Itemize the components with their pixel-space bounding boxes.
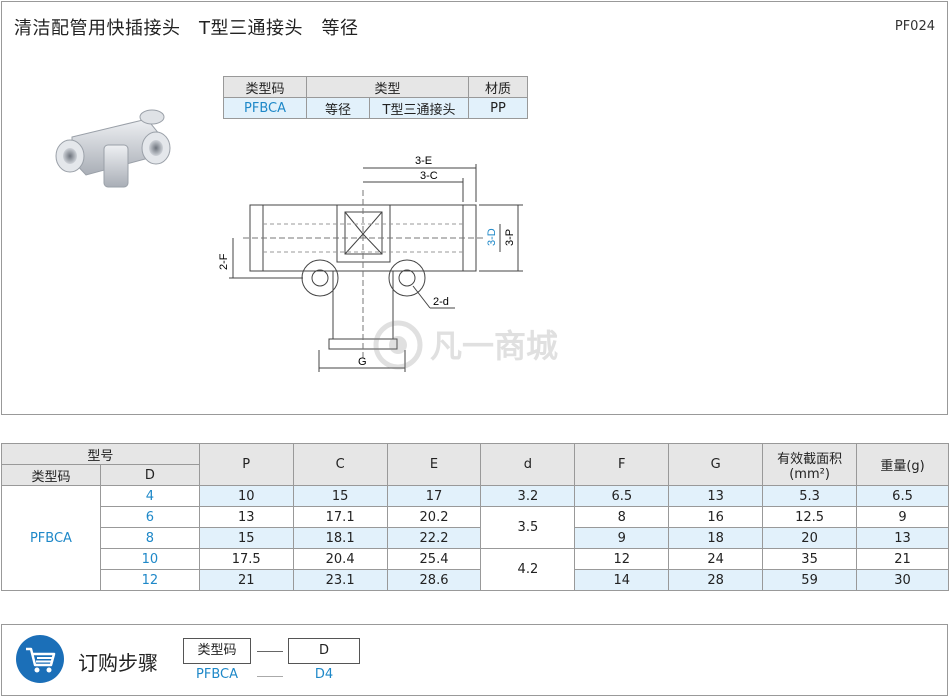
small-d-cell: 3.2 xyxy=(480,485,576,507)
area-cell: 20 xyxy=(762,527,858,549)
weight-cell: 30 xyxy=(856,569,949,591)
order-title: 订购步骤 xyxy=(78,651,158,675)
product-code: PF024 xyxy=(894,19,935,34)
technical-drawing: 3-E 3-C 3-D 3-P 2-F 2-d G xyxy=(218,155,523,372)
area-cell: 12.5 xyxy=(762,506,858,528)
type-header: 类型 xyxy=(306,76,469,98)
col-f: F xyxy=(574,443,670,486)
col-weight: 重量(g) xyxy=(856,443,949,486)
watermark-text: 凡一商城 xyxy=(430,327,558,365)
d-cell: 4 xyxy=(99,485,200,507)
p-cell: 15 xyxy=(198,527,294,549)
p-cell: 17.5 xyxy=(198,548,294,570)
c-cell: 23.1 xyxy=(292,569,388,591)
g-cell: 13 xyxy=(668,485,764,507)
c-cell: 20.4 xyxy=(292,548,388,570)
col-d: D xyxy=(99,464,200,486)
material-header: 材质 xyxy=(468,76,528,98)
type-code-cell: PFBCA xyxy=(223,97,307,119)
e-cell: 17 xyxy=(386,485,482,507)
label-3c: 3-C xyxy=(420,170,438,182)
order-dash xyxy=(257,651,283,652)
col-c: C xyxy=(292,443,388,486)
weight-cell: 13 xyxy=(856,527,949,549)
material-cell: PP xyxy=(468,97,528,119)
type-code-header: 类型码 xyxy=(223,76,307,98)
weight-cell: 6.5 xyxy=(856,485,949,507)
label-g: G xyxy=(358,356,367,368)
col-d-small: d xyxy=(480,443,576,486)
g-cell: 24 xyxy=(668,548,764,570)
label-3p: 3-P xyxy=(504,229,516,246)
label-3e: 3-E xyxy=(415,155,432,167)
weight-cell: 21 xyxy=(856,548,949,570)
order-example-d: D4 xyxy=(314,667,334,682)
area-cell: 59 xyxy=(762,569,858,591)
g-cell: 28 xyxy=(668,569,764,591)
page-title: 清洁配管用快插接头 T型三通接头 等径 xyxy=(14,18,359,39)
area-cell: 5.3 xyxy=(762,485,858,507)
area-cell: 35 xyxy=(762,548,858,570)
watermark-logo: 凡一商城 xyxy=(373,320,558,370)
type-cell-equal: 等径 xyxy=(306,97,370,119)
label-3d: 3-D xyxy=(486,228,498,246)
d-cell: 8 xyxy=(99,527,200,549)
weight-cell: 9 xyxy=(856,506,949,528)
type-table: 类型码 类型 材质 PFBCA 等径 T型三通接头 PP xyxy=(223,76,528,119)
col-g: G xyxy=(668,443,764,486)
d-cell: 6 xyxy=(99,506,200,528)
d-cell: 12 xyxy=(99,569,200,591)
small-d-cell: 3.5 xyxy=(480,506,576,549)
c-cell: 18.1 xyxy=(292,527,388,549)
p-cell: 13 xyxy=(198,506,294,528)
g-cell: 18 xyxy=(668,527,764,549)
order-example-type-code: PFBCA xyxy=(196,667,238,682)
order-box-type-code: 类型码 xyxy=(183,638,251,664)
col-p: P xyxy=(198,443,294,486)
product-photo xyxy=(55,109,171,188)
e-cell: 20.2 xyxy=(386,506,482,528)
watermark: 凡一商城 xyxy=(372,315,587,375)
e-cell: 28.6 xyxy=(386,569,482,591)
c-cell: 15 xyxy=(292,485,388,507)
f-cell: 6.5 xyxy=(574,485,670,507)
spec-table: 型号 P C E d F G 有效截面积(mm²) 重量(g) 类型码 D PF… xyxy=(1,443,949,591)
e-cell: 22.2 xyxy=(386,527,482,549)
c-cell: 17.1 xyxy=(292,506,388,528)
g-cell: 16 xyxy=(668,506,764,528)
f-cell: 14 xyxy=(574,569,670,591)
cart-icon xyxy=(16,635,64,683)
f-cell: 12 xyxy=(574,548,670,570)
type-cell-tee: T型三通接头 xyxy=(369,97,469,119)
model-header: 型号 xyxy=(1,443,200,465)
order-panel: 订购步骤 类型码 D PFBCA D4 xyxy=(1,624,948,696)
col-e: E xyxy=(386,443,482,486)
f-cell: 8 xyxy=(574,506,670,528)
p-cell: 10 xyxy=(198,485,294,507)
col-area-unit: (mm²) xyxy=(789,466,830,482)
col-area: 有效截面积(mm²) xyxy=(762,443,858,486)
f-cell: 9 xyxy=(574,527,670,549)
d-cell: 10 xyxy=(99,548,200,570)
col-area-label: 有效截面积 xyxy=(777,451,843,467)
type-code-cell: PFBCA xyxy=(1,485,101,591)
label-2d: 2-d xyxy=(433,296,449,308)
e-cell: 25.4 xyxy=(386,548,482,570)
label-2f: 2-F xyxy=(218,253,230,270)
order-box-d: D xyxy=(288,638,360,664)
p-cell: 21 xyxy=(198,569,294,591)
product-panel: 清洁配管用快插接头 T型三通接头 等径 PF024 xyxy=(1,1,948,415)
order-example-dash xyxy=(257,676,283,677)
cart-glyph xyxy=(26,647,56,673)
col-type-code: 类型码 xyxy=(1,464,101,486)
small-d-cell: 4.2 xyxy=(480,548,576,591)
